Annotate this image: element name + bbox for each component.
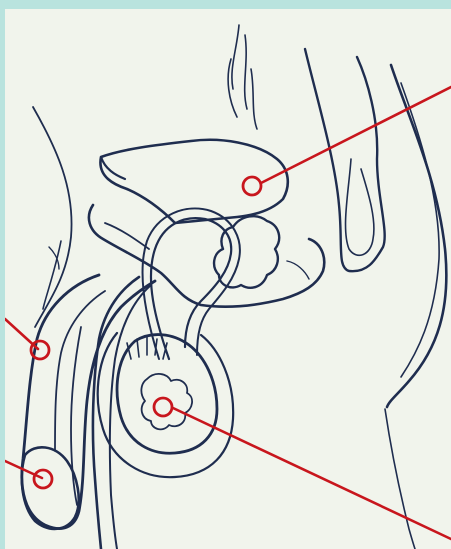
diagram-canvas (5, 9, 451, 549)
upper-right-organ-inner (346, 159, 374, 255)
body-contour-right-inner (401, 83, 439, 377)
vas-deferens-outer (151, 218, 231, 359)
anatomy-line-drawing (5, 9, 451, 549)
epididymis-fringe (127, 337, 167, 359)
shaft-inner-contour (55, 291, 105, 451)
testis-texture (141, 374, 192, 429)
circle-marker-icon (243, 177, 261, 195)
glans-outline (22, 447, 79, 529)
seminal-vesicle (214, 216, 279, 288)
shaft-outline (22, 275, 155, 529)
circle-marker-icon (154, 398, 172, 416)
leader-line-upper-right (261, 87, 451, 183)
leader-line-center-lower (173, 408, 451, 539)
circle-marker-icon (34, 470, 52, 488)
body-contour-right-outer (387, 65, 446, 407)
body-contour-right-lower (385, 409, 415, 549)
hair-strokes (228, 25, 257, 129)
